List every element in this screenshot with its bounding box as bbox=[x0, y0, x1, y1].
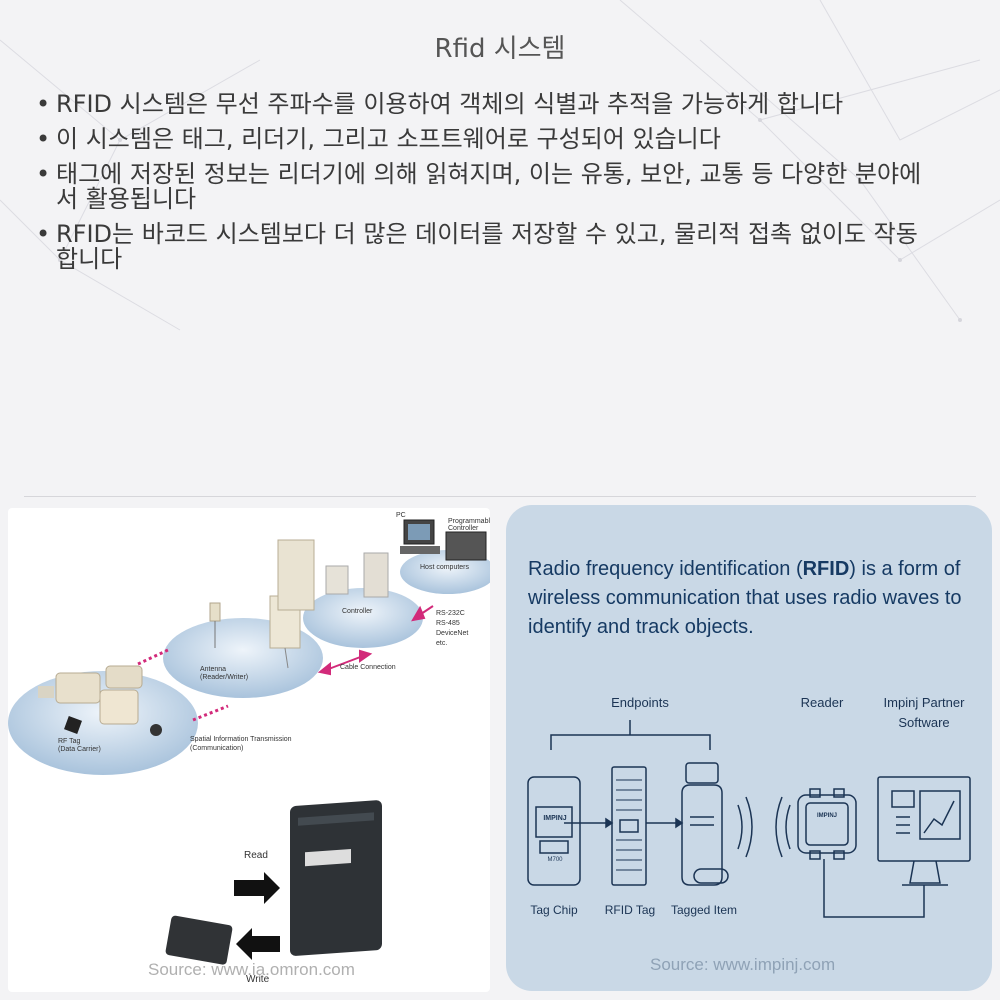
label-tagged-item: Tagged Item bbox=[670, 903, 738, 917]
antenna-device bbox=[209, 602, 221, 622]
bullet-item: 이 시스템은 태그, 리더기, 그리고 소프트웨어로 구성되어 있습니다 bbox=[36, 127, 936, 153]
label-antenna: Antenna bbox=[200, 666, 227, 673]
intro-text-start: Radio frequency identification ( bbox=[528, 558, 803, 580]
label-rs232: RS-232C bbox=[436, 610, 465, 617]
endpoints-bracket bbox=[550, 720, 711, 750]
rf-tag-coin bbox=[150, 724, 162, 736]
bullet-item: RFID는 바코드 시스템보다 더 많은 데이터를 저장할 수 있고, 물리적 … bbox=[36, 222, 936, 272]
label-rf-tag-sub: (Data Carrier) bbox=[58, 746, 101, 753]
label-tag-chip: Tag Chip bbox=[530, 903, 578, 917]
label-reader: Reader bbox=[800, 695, 844, 710]
label-spatial: Spatial Information Transmission bbox=[190, 736, 292, 743]
write-arrow bbox=[236, 928, 280, 960]
rf-tag-device bbox=[99, 689, 139, 725]
intro-text-end: ) is a form of wireless communication th… bbox=[528, 558, 962, 638]
intro-text-bold: RFID bbox=[802, 558, 850, 580]
rfid-system-diagram bbox=[8, 519, 490, 965]
chip-brand-label: IMPINJ bbox=[543, 815, 567, 822]
label-spatial-sub: (Communication) bbox=[190, 745, 244, 752]
reader-device bbox=[797, 794, 857, 854]
bullet-item: 태그에 저장된 정보는 리더기에 의해 읽혀지며, 이는 유통, 보안, 교통 … bbox=[36, 162, 936, 212]
tag-chip-card bbox=[527, 776, 581, 886]
reader-brand-label: IMPINJ bbox=[816, 813, 837, 819]
reader-label-plate bbox=[305, 849, 351, 867]
read-arrow bbox=[234, 872, 280, 904]
label-pc: PC bbox=[396, 512, 406, 519]
tagged-item-pill bbox=[693, 868, 729, 884]
right-image-source: Source: www.impinj.com bbox=[650, 955, 836, 974]
bullet-item: RFID 시스템은 무선 주파수를 이용하여 객체의 식별과 추적을 가능하게 … bbox=[36, 92, 936, 118]
label-cable: Cable Connection bbox=[340, 664, 396, 671]
antenna-tall bbox=[277, 539, 315, 611]
bullet-list: RFID 시스템은 무선 주파수를 이용하여 객체의 식별과 추적을 가능하게 … bbox=[36, 92, 936, 282]
rf-tag-device bbox=[38, 686, 54, 698]
impinj-rfid-explainer: Radio frequency identification (RFID) is… bbox=[506, 505, 992, 991]
reader-writer-device bbox=[290, 800, 382, 956]
cable-connection-arrow bbox=[317, 605, 434, 676]
omron-rfid-illustration: PC Programmable Controller Host computer… bbox=[8, 508, 490, 992]
label-rs485: RS-485 bbox=[436, 620, 460, 627]
reader-software-connection bbox=[823, 859, 925, 918]
rf-tag-chip bbox=[64, 716, 82, 734]
label-read: Read bbox=[244, 850, 268, 861]
controller-disc bbox=[303, 588, 423, 648]
label-write: Write bbox=[246, 974, 270, 985]
rf-tag-small-device bbox=[165, 915, 233, 965]
pc-keyboard bbox=[400, 546, 440, 554]
label-partner-line2: Software bbox=[898, 715, 950, 730]
label-etc: etc. bbox=[436, 640, 448, 647]
plc-rack bbox=[445, 531, 487, 561]
label-plc: Programmable Controller bbox=[448, 518, 490, 532]
label-host: Host computers bbox=[420, 564, 470, 571]
controller-device bbox=[363, 552, 389, 598]
tagged-item-bottle-cap bbox=[685, 762, 719, 784]
rf-tag-device bbox=[105, 665, 143, 689]
rfid-tag-strip bbox=[611, 766, 647, 886]
section-divider bbox=[24, 496, 976, 497]
label-antenna-sub: (Reader/Writer) bbox=[200, 674, 249, 681]
label-partner-line1: Impinj Partner bbox=[883, 695, 965, 710]
label-rf-tag: RF Tag bbox=[58, 738, 81, 745]
left-image-source: Source: www.ia.omron.com bbox=[148, 960, 355, 979]
label-controller: Controller bbox=[342, 608, 373, 615]
chip-model-label: M700 bbox=[547, 857, 563, 863]
label-rfid-tag: RFID Tag bbox=[604, 903, 656, 917]
label-devicenet: DeviceNet bbox=[436, 630, 469, 637]
tagged-item-bottle bbox=[681, 784, 723, 886]
slide-title: Rfid 시스템 bbox=[434, 34, 566, 64]
rfid-definition: Radio frequency identification (RFID) is… bbox=[528, 555, 968, 642]
endpoint-diagram bbox=[527, 720, 971, 918]
partner-software-monitor bbox=[877, 776, 971, 862]
rf-tag-device bbox=[55, 672, 101, 704]
label-endpoints: Endpoints bbox=[611, 695, 669, 710]
wireless-signal bbox=[137, 648, 229, 722]
radio-waves bbox=[737, 796, 791, 858]
controller-device bbox=[325, 565, 349, 595]
host-disc bbox=[400, 550, 490, 594]
